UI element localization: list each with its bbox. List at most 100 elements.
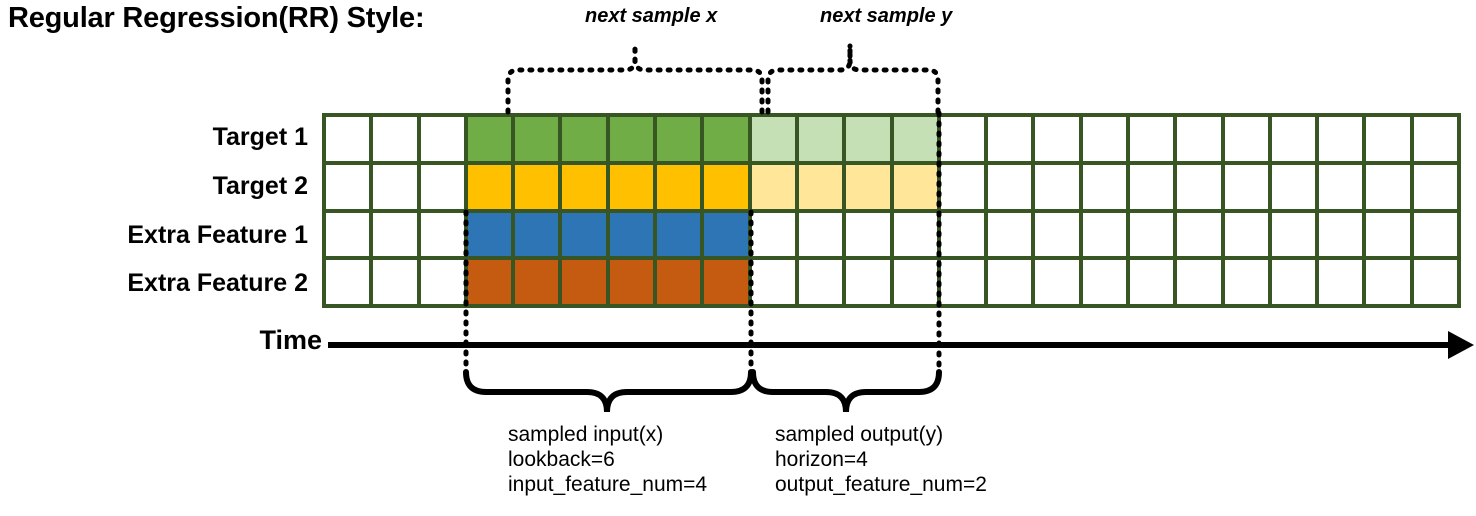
grid-cell <box>657 164 701 209</box>
grid-cell <box>609 164 654 209</box>
grid-cell <box>1129 117 1174 161</box>
grid-cell <box>846 212 890 257</box>
grid-cell <box>704 212 748 257</box>
grid-cell <box>1177 260 1221 304</box>
grid-cell <box>1319 212 1363 257</box>
grid-cell <box>420 260 464 304</box>
grid-cell <box>657 212 701 257</box>
grid-cell <box>893 260 937 304</box>
grid-cell <box>1224 212 1268 257</box>
grid-cell <box>846 117 890 161</box>
sampled-input-brace <box>463 369 754 413</box>
caption-sampled-output-line3: output_feature_num=2 <box>775 473 987 496</box>
grid-cell <box>751 164 795 209</box>
caption-sampled-input-line1: sampled input(x) <box>508 423 664 446</box>
grid-cell <box>1224 117 1268 161</box>
label-next-sample-y: next sample y <box>820 5 953 27</box>
grid-cell <box>1366 212 1410 257</box>
grid-cell <box>657 260 701 304</box>
grid-cell <box>1413 117 1457 161</box>
grid-cell <box>1177 117 1221 161</box>
row-label-target-1: Target 1 <box>212 123 308 151</box>
grid-cell <box>467 212 512 257</box>
grid-cell <box>562 117 606 161</box>
grid-cell <box>515 260 559 304</box>
grid-cell <box>657 117 701 161</box>
grid-cell <box>1319 260 1363 304</box>
grid-cell <box>467 260 512 304</box>
caption-sampled-output-line2: horizon=4 <box>775 448 868 471</box>
grid-cell <box>1129 260 1174 304</box>
grid-cell <box>940 164 985 209</box>
grid-cell <box>1082 212 1126 257</box>
grid-cell <box>326 164 370 209</box>
caption-sampled-input-line3: input_feature_num=4 <box>508 473 708 496</box>
grid-cell <box>515 164 559 209</box>
grid-cell <box>1035 260 1079 304</box>
grid-cell <box>940 117 985 161</box>
grid-cell <box>562 260 606 304</box>
sampled-output-brace <box>750 369 942 413</box>
grid-cell <box>467 117 512 161</box>
caption-sampled-input: sampled input(x) lookback=6 input_featur… <box>508 422 707 497</box>
row-label-target-2: Target 2 <box>212 171 308 200</box>
grid-cell <box>1129 164 1174 209</box>
grid-cell <box>751 260 795 304</box>
grid-cell <box>1366 260 1410 304</box>
grid-cell <box>940 260 985 304</box>
grid-cell <box>1129 212 1174 257</box>
grid-cell <box>1082 117 1126 161</box>
grid-cell <box>893 164 937 209</box>
grid-cell <box>798 212 843 257</box>
grid-cell <box>1413 164 1457 209</box>
grid-cell <box>373 117 417 161</box>
time-axis-arrow <box>328 331 1474 359</box>
grid-cell <box>1271 117 1316 161</box>
grid-cell <box>893 212 937 257</box>
grid-cell <box>893 117 937 161</box>
grid-cell <box>988 260 1032 304</box>
timeline-grid <box>322 113 1461 308</box>
caption-sampled-input-line2: lookback=6 <box>508 448 615 471</box>
page-title: Regular Regression(RR) Style: <box>8 2 425 34</box>
grid-cell <box>562 164 606 209</box>
grid-cell <box>373 260 417 304</box>
grid-cell <box>420 212 464 257</box>
grid-cell <box>515 212 559 257</box>
grid-cell <box>988 212 1032 257</box>
caption-sampled-output-line1: sampled output(y) <box>775 423 944 446</box>
grid-cell <box>751 117 795 161</box>
grid-cell <box>1413 212 1457 257</box>
grid-cell <box>1271 260 1316 304</box>
grid-cell <box>846 260 890 304</box>
grid-cell <box>846 164 890 209</box>
grid-cell <box>326 212 370 257</box>
grid-cell <box>326 117 370 161</box>
caption-sampled-output: sampled output(y) horizon=4 output_featu… <box>775 422 987 497</box>
grid-cell <box>1366 117 1410 161</box>
grid-cell <box>609 260 654 304</box>
grid-cell <box>1082 164 1126 209</box>
grid-cell <box>420 117 464 161</box>
grid-cell <box>751 212 795 257</box>
grid-cell <box>704 164 748 209</box>
grid-cell <box>609 212 654 257</box>
grid-cell <box>704 260 748 304</box>
grid-cell <box>562 212 606 257</box>
time-axis-label: Time <box>259 325 322 355</box>
row-label-extra-feature-1: Extra Feature 1 <box>127 220 308 249</box>
grid-cell <box>988 164 1032 209</box>
grid-cell <box>1035 117 1079 161</box>
grid-cell <box>1271 212 1316 257</box>
grid-cell <box>798 117 843 161</box>
grid-cell <box>1224 164 1268 209</box>
grid-cell <box>1271 164 1316 209</box>
grid-cell <box>326 260 370 304</box>
grid-cell <box>1366 164 1410 209</box>
grid-cell <box>1319 117 1363 161</box>
row-label-extra-feature-2: Extra Feature 2 <box>127 269 308 298</box>
grid-cell <box>1224 260 1268 304</box>
grid-cell <box>798 164 843 209</box>
grid-cell <box>373 212 417 257</box>
